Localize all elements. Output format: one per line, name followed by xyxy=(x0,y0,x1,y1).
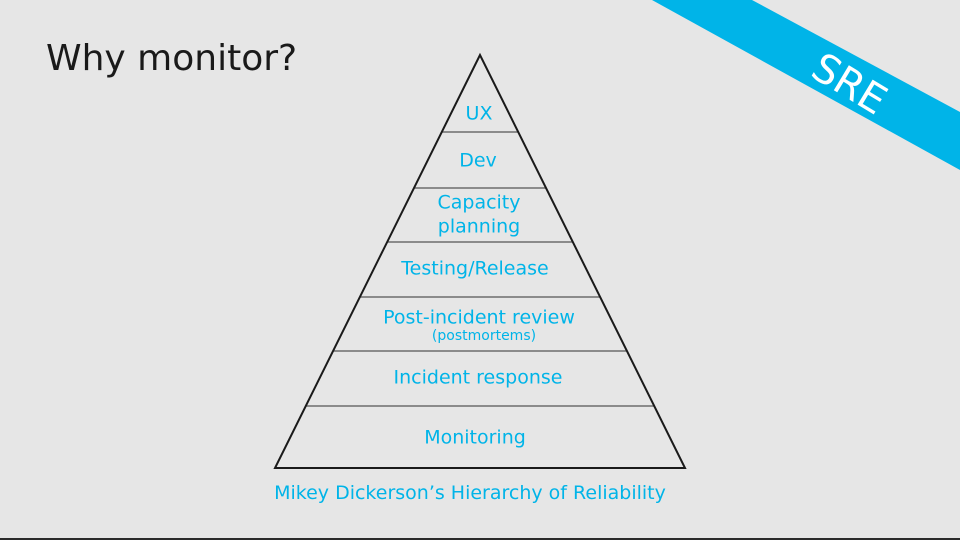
pyramid-level-label: Capacity xyxy=(437,192,520,214)
pyramid-level-sublabel: (postmortems) xyxy=(432,328,536,344)
bottom-rule xyxy=(0,538,960,540)
pyramid-dividers xyxy=(305,131,655,407)
pyramid-level-label: Testing/Release xyxy=(400,258,548,280)
pyramid-outline xyxy=(273,52,687,469)
pyramid-level-label: Incident response xyxy=(394,367,563,389)
pyramid-level-label: Dev xyxy=(459,150,497,172)
pyramid-level-label: Post-incident review xyxy=(383,307,575,329)
pyramid-level-label: planning xyxy=(438,216,520,238)
slide-title: Why monitor? xyxy=(46,38,298,79)
pyramid-level-label: Monitoring xyxy=(424,427,526,449)
pyramid-level-label: UX xyxy=(466,103,493,125)
diagram-caption: Mikey Dickerson’s Hierarchy of Reliabili… xyxy=(274,482,666,504)
pyramid-labels: UX DevCapacityplanningTesting/ReleasePost… xyxy=(383,103,575,449)
